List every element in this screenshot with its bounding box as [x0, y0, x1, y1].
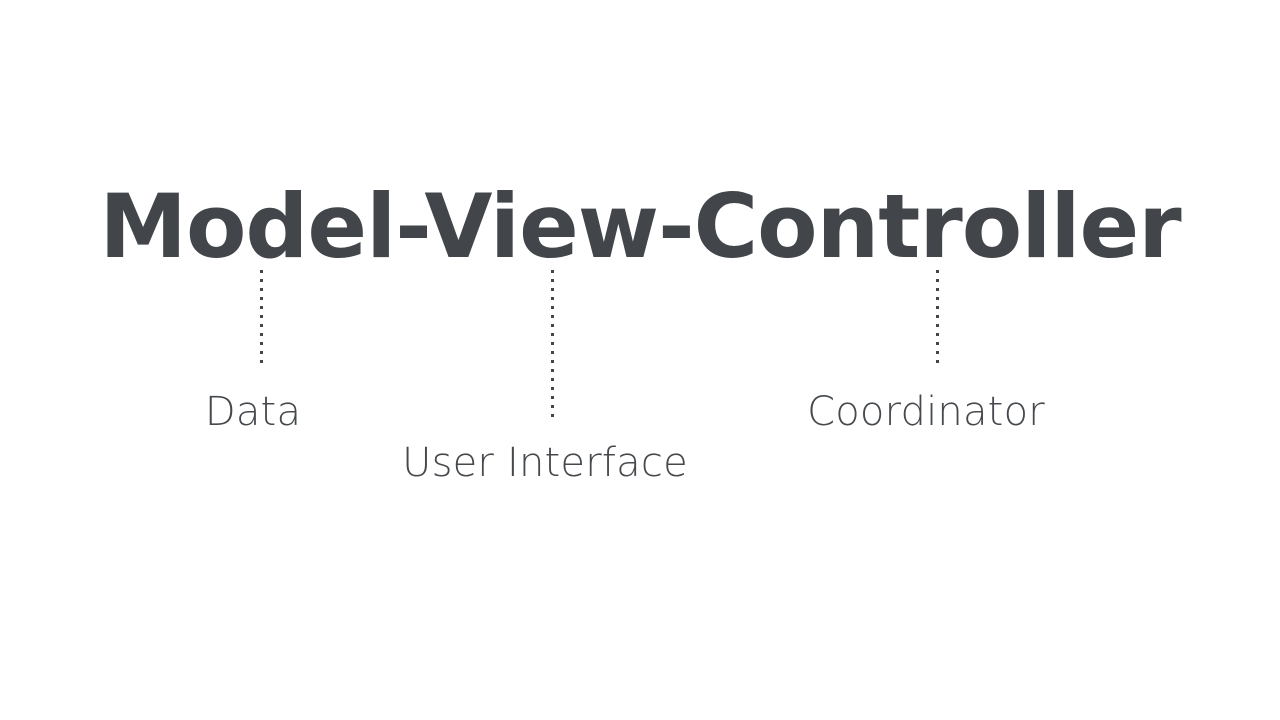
annotation-label-model: Data — [204, 389, 302, 435]
connector-line-controller — [936, 270, 939, 364]
connector-line-view — [551, 270, 554, 418]
page-title: Model-View-Controller — [99, 175, 1181, 278]
annotation-label-controller: Coordinator — [807, 389, 1045, 435]
connector-line-model — [260, 270, 263, 366]
annotation-label-view: User Interface — [402, 440, 688, 486]
